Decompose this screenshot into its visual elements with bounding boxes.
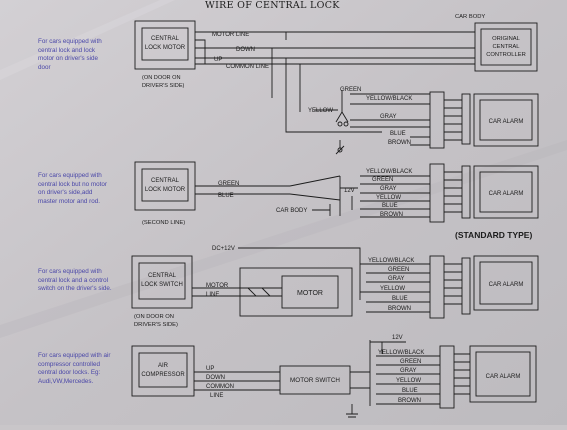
s2-12v: 12V [344, 188, 355, 194]
s3-brown: BROWN [388, 306, 411, 312]
s4-line: LINE [210, 393, 223, 399]
dc-12v-label: DC+12V [212, 246, 235, 252]
description-section-3: For cars equipped with central lock and … [38, 268, 112, 293]
common-line-label: COMMON LINE [226, 64, 269, 70]
description-section-4: For cars equipped with air compressor co… [38, 352, 111, 385]
s2-brown: BROWN [380, 212, 403, 218]
description-section-2: For cars equipped with central lock but … [38, 172, 107, 205]
box-note-1a: (ON DOOR ON [142, 75, 181, 81]
s4-box-label-2: COMPRESSOR [141, 372, 185, 378]
s2-box-label-1: CENTRAL [151, 178, 180, 184]
air-compressor-box [131, 345, 195, 397]
original-controller-box [474, 22, 538, 72]
central-lock-switch-box [131, 255, 193, 309]
s3-motor-label: MOTOR [206, 283, 229, 289]
s3-gray: GRAY [388, 276, 405, 282]
harness-connector-1 [429, 91, 445, 149]
s4-green: GREEN [400, 359, 421, 365]
motor-switch-box [279, 365, 351, 395]
s2-blue: BLUE [382, 203, 398, 209]
s2-box-label-2: LOCK MOTOR [145, 187, 186, 193]
section-4: AIR COMPRESSOR UP DOWN COMMON LINE MOTOR… [131, 335, 537, 418]
down-label: DOWN [236, 47, 255, 53]
s4-brown: BROWN [398, 398, 421, 404]
car-alarm-label-4: CAR ALARM [486, 374, 521, 380]
s3-motor-box-label: MOTOR [297, 290, 323, 297]
s2-green-label: GREEN [218, 181, 239, 187]
s4-up: UP [206, 366, 214, 372]
controller-label-1: ORIGINAL [492, 36, 520, 42]
green-tap-label: GREEN [340, 87, 361, 93]
section-2: CENTRAL LOCK MOTOR (SECOND LINE) GREEN B… [134, 161, 539, 226]
central-lock-motor-box [134, 20, 196, 70]
s1-yellow-black: YELLOW/BLACK [366, 96, 412, 102]
s1-gray: GRAY [380, 114, 397, 120]
car-alarm-box-3 [473, 255, 539, 311]
s2-box-note: (SECOND LINE) [142, 220, 185, 226]
harness-connector-3 [429, 255, 445, 319]
s2-car-body: CAR BODY [276, 208, 307, 214]
s3-line-label: LINE [206, 292, 219, 298]
harness-connector-4 [439, 345, 455, 409]
controller-label-3: CONTROLLER [486, 52, 526, 58]
yellow-tap-label: YELLOW [308, 108, 333, 114]
s4-yellow: YELLOW [396, 378, 421, 384]
controller-label-2: CENTRAL [492, 44, 520, 50]
s4-gray: GRAY [400, 368, 417, 374]
s4-motor-switch-label: MOTOR SWITCH [290, 377, 340, 384]
description-section-1: For cars equipped with central lock and … [38, 38, 102, 71]
section-3: DC+12V CENTRAL LOCK SWITCH (ON DOOR ON D… [131, 246, 539, 328]
standard-type-label: (STANDARD TYPE) [455, 230, 533, 240]
s4-yellow-black: YELLOW/BLACK [378, 350, 424, 356]
car-alarm-label-3: CAR ALARM [489, 282, 524, 288]
s3-yellow-black: YELLOW/BLACK [368, 258, 414, 264]
motor-box [281, 275, 339, 309]
box-note-1b: DRIVER'S SIDE) [142, 83, 185, 89]
harness-connector-2 [429, 163, 445, 223]
car-alarm-box-2 [473, 165, 539, 219]
s2-blue-label: BLUE [218, 193, 234, 199]
car-alarm-label-2: CAR ALARM [489, 191, 524, 197]
car-body-label: CAR BODY [455, 14, 485, 20]
car-alarm-box-4 [469, 345, 537, 403]
s3-box-note-1: (ON DOOR ON [134, 314, 174, 320]
s2-gray: GRAY [380, 186, 397, 192]
page-title: WIRE OF CENTRAL LOCK [205, 0, 340, 11]
s2-yellow-black: YELLOW/BLACK [366, 169, 412, 175]
s4-12v: 12V [392, 335, 403, 341]
central-lock-motor-label-2: LOCK MOTOR [145, 45, 186, 51]
s3-blue: BLUE [392, 296, 408, 302]
s3-yellow: YELLOW [380, 286, 405, 292]
s4-blue: BLUE [402, 388, 418, 394]
car-alarm-label-1: CAR ALARM [489, 119, 524, 125]
s3-box-label-1: CENTRAL [148, 273, 177, 279]
s1-blue: BLUE [390, 131, 406, 137]
s2-green: GREEN [372, 177, 393, 183]
car-alarm-box-1 [473, 93, 539, 147]
s3-box-label-2: LOCK SWITCH [141, 282, 183, 288]
up-label: UP [214, 57, 222, 63]
section-1: CENTRAL LOCK MOTOR (ON DOOR ON DRIVER'S … [134, 14, 539, 155]
ground-symbol [346, 404, 358, 418]
central-lock-motor-label-1: CENTRAL [151, 36, 180, 42]
s1-brown: BROWN [388, 140, 411, 146]
s2-yellow: YELLOW [376, 195, 401, 201]
s4-common: COMMON [206, 384, 234, 390]
s3-green: GREEN [388, 267, 409, 273]
cut-symbol-1 [335, 90, 349, 123]
motor-line-label: MOTOR LINE [212, 32, 249, 38]
s3-box-note-2: DRIVER'S SIDE) [134, 322, 178, 328]
s4-box-label-1: AIR [158, 363, 169, 369]
s4-down: DOWN [206, 375, 225, 381]
